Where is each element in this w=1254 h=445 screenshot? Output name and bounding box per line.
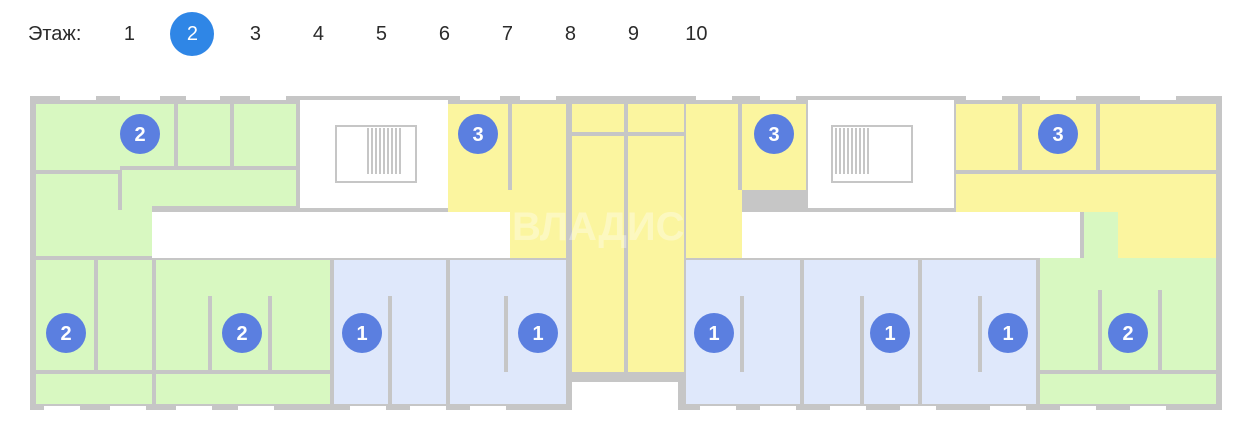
floor-selector: Этаж: 1 2 3 4 5 6 7 8 9 10 xyxy=(28,12,737,56)
corridor xyxy=(152,100,1080,258)
svg-text:3: 3 xyxy=(472,124,483,146)
room-badge[interactable]: 2 xyxy=(46,313,86,353)
floor-3-button[interactable]: 3 xyxy=(249,22,261,45)
svg-text:2: 2 xyxy=(134,124,145,146)
apartment-2-top-left[interactable] xyxy=(36,104,296,212)
floor-9-button[interactable]: 9 xyxy=(627,22,639,45)
svg-text:1: 1 xyxy=(356,323,367,345)
floor-list: 1 2 3 4 5 6 7 8 9 10 xyxy=(107,12,737,56)
svg-text:3: 3 xyxy=(1052,124,1063,146)
room-badge[interactable]: 2 xyxy=(1108,313,1148,353)
apartment-2-bottom-left[interactable] xyxy=(36,212,152,404)
room-badge[interactable]: 2 xyxy=(222,313,262,353)
svg-text:1: 1 xyxy=(532,323,543,345)
floor-8-button[interactable]: 8 xyxy=(564,22,576,45)
stairwell-left xyxy=(335,125,417,183)
floor-6-button[interactable]: 6 xyxy=(438,22,450,45)
room-badge[interactable]: 1 xyxy=(694,313,734,353)
svg-text:2: 2 xyxy=(1122,323,1133,345)
svg-text:1: 1 xyxy=(708,323,719,345)
floor-5-button[interactable]: 5 xyxy=(375,22,387,45)
room-badge[interactable]: 1 xyxy=(870,313,910,353)
room-badge[interactable]: 3 xyxy=(754,114,794,154)
watermark-logo: ВЛАДИС xyxy=(512,205,684,249)
room-badge[interactable]: 2 xyxy=(120,114,160,154)
apartment-1-e[interactable] xyxy=(922,260,1036,404)
windows xyxy=(44,96,1176,410)
room-badge[interactable]: 1 xyxy=(342,313,382,353)
floor-4-button[interactable]: 4 xyxy=(312,22,324,45)
room-badge[interactable]: 3 xyxy=(458,114,498,154)
apartment-3-right[interactable] xyxy=(956,104,1216,258)
room-badge[interactable]: 1 xyxy=(988,313,1028,353)
svg-text:1: 1 xyxy=(1002,323,1013,345)
room-badge[interactable]: 1 xyxy=(518,313,558,353)
room-badge[interactable]: 3 xyxy=(1038,114,1078,154)
floor-1-button[interactable]: 1 xyxy=(123,22,135,45)
svg-text:1: 1 xyxy=(884,323,895,345)
stairwell-right xyxy=(831,125,913,183)
floor-2-button[interactable]: 2 xyxy=(170,12,215,56)
floor-10-button[interactable]: 10 xyxy=(685,22,708,45)
svg-text:3: 3 xyxy=(768,124,779,146)
svg-text:2: 2 xyxy=(60,323,71,345)
floor-label: Этаж: xyxy=(28,22,82,45)
svg-text:2: 2 xyxy=(236,323,247,345)
floor-7-button[interactable]: 7 xyxy=(501,22,513,45)
